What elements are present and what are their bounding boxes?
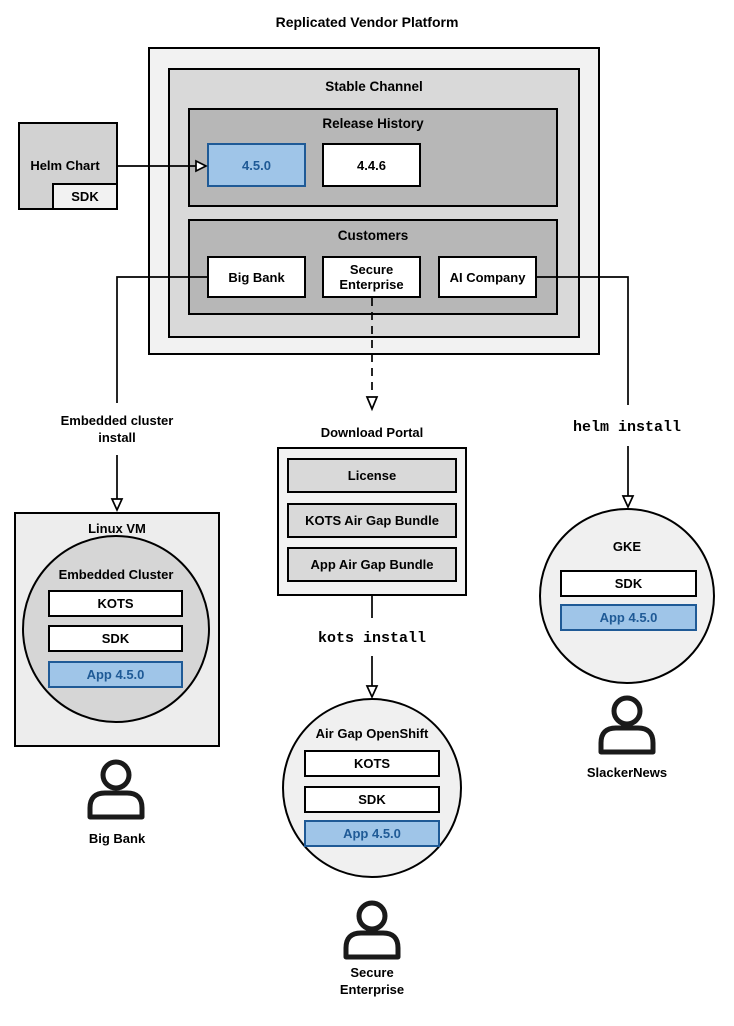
customer-secure-enterprise: Secure Enterprise [322, 256, 421, 298]
download-portal-label: Download Portal [320, 425, 424, 440]
linux-vm-label: Linux VM [88, 521, 146, 536]
kots-air-gap-bundle-box: KOTS Air Gap Bundle [287, 503, 457, 538]
customer-big-bank: Big Bank [207, 256, 306, 298]
airgap-kots-box: KOTS [304, 750, 440, 777]
embedded-cluster-label: Embedded Cluster [58, 567, 174, 582]
stable-channel-label: Stable Channel [325, 79, 423, 94]
gke-label: GKE [612, 539, 642, 554]
embedded-cluster-install-label: Embedded cluster install [60, 413, 174, 445]
big-bank-person-icon [87, 759, 145, 820]
helm-chart-label: Helm Chart [30, 158, 100, 173]
airgap-sdk-box: SDK [304, 786, 440, 813]
big-bank-user-label: Big Bank [88, 831, 146, 846]
diagram-title: Replicated Vendor Platform [275, 14, 459, 30]
helm-install-label: helm install [572, 419, 682, 436]
release-4-4-6: 4.4.6 [322, 143, 421, 187]
air-gap-openshift-label: Air Gap OpenShift [315, 726, 429, 741]
secure-enterprise-user-label: Secure Enterprise [339, 965, 405, 997]
customer-ai-company: AI Company [438, 256, 537, 298]
embedded-kots-box: KOTS [48, 590, 183, 617]
airgap-app-box: App 4.5.0 [304, 820, 440, 847]
secure-enterprise-person-icon [343, 900, 401, 960]
gke-sdk-box: SDK [560, 570, 697, 597]
kots-install-label: kots install [317, 630, 427, 647]
license-box: License [287, 458, 457, 493]
slackernews-person-icon [598, 695, 656, 755]
app-air-gap-bundle-box: App Air Gap Bundle [287, 547, 457, 582]
helm-chart-sdk-box: SDK [52, 183, 118, 210]
slackernews-user-label: SlackerNews [586, 765, 668, 780]
release-4-5-0: 4.5.0 [207, 143, 306, 187]
embedded-sdk-box: SDK [48, 625, 183, 652]
release-history-label: Release History [322, 116, 424, 131]
customers-label: Customers [337, 228, 409, 243]
embedded-app-box: App 4.5.0 [48, 661, 183, 688]
gke-app-box: App 4.5.0 [560, 604, 697, 631]
